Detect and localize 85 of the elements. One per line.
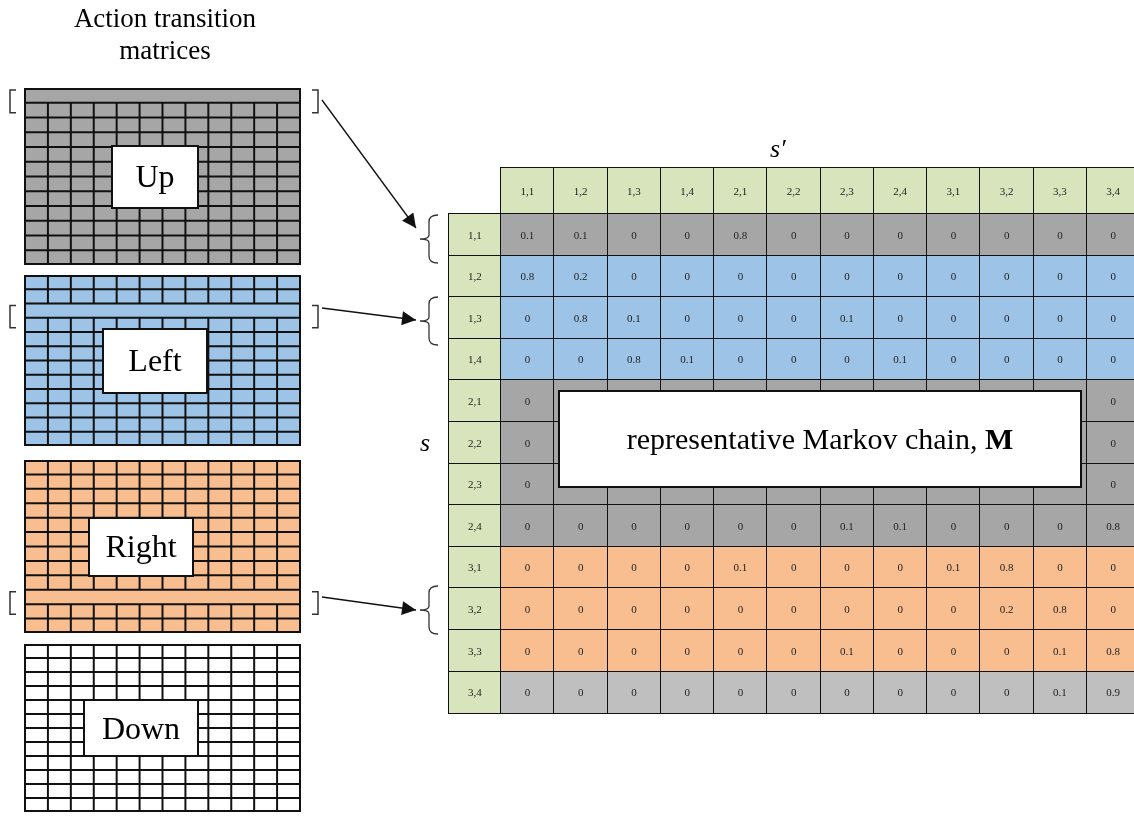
column-header-cell: 3,1 <box>926 167 981 215</box>
matrix-grid <box>8 460 322 633</box>
arrow <box>321 99 417 229</box>
table-cell: 0 <box>979 629 1034 673</box>
table-cell: 0 <box>766 504 821 548</box>
table-cell: 0 <box>553 629 608 673</box>
row-header-cell: 3,2 <box>448 587 502 631</box>
axis-label: s′ <box>770 134 786 164</box>
table-cell: 0.8 <box>713 213 768 257</box>
table-cell: 0.1 <box>553 213 608 257</box>
column-header-cell: 1,1 <box>500 167 555 215</box>
table-cell: 0.8 <box>1085 629 1134 673</box>
row-header-cell: 3,3 <box>448 629 502 673</box>
table-cell: 0 <box>1085 213 1134 257</box>
table-cell: 0.1 <box>500 213 555 257</box>
column-header-cell: 1,2 <box>553 167 608 215</box>
table-cell: 0.9 <box>1085 670 1134 714</box>
table-cell: 0 <box>1085 296 1134 340</box>
table-cell: 0.1 <box>926 545 981 589</box>
table-cell: 0 <box>713 504 768 548</box>
table-cell: 0 <box>500 337 555 381</box>
table-cell: 0 <box>500 296 555 340</box>
table-cell: 0 <box>500 379 555 423</box>
row-header-cell: 2,2 <box>448 421 502 465</box>
arrow <box>321 307 417 326</box>
column-header-cell: 3,2 <box>979 167 1034 215</box>
table-cell: 0 <box>713 629 768 673</box>
matrix-label: Down <box>83 699 199 757</box>
table-cell: 0 <box>713 670 768 714</box>
column-header-cell: 3,4 <box>1085 167 1134 215</box>
table-cell: 0 <box>766 213 821 257</box>
matrix-label: Left <box>102 327 208 394</box>
arrow <box>321 596 417 615</box>
table-cell: 0 <box>766 629 821 673</box>
table-cell: 0 <box>713 296 768 340</box>
table-cell: 0 <box>553 504 608 548</box>
table-cell: 0 <box>979 504 1034 548</box>
matrix-label: Up <box>111 144 199 209</box>
table-cell: 0 <box>979 296 1034 340</box>
matrix-grid <box>8 275 322 446</box>
table-cell: 0 <box>979 213 1034 257</box>
table-cell: 0 <box>926 629 981 673</box>
matrix-label: Right <box>88 516 194 577</box>
table-cell: 0.8 <box>500 254 555 298</box>
table-cell: 0 <box>926 587 981 631</box>
table-cell: 0 <box>713 254 768 298</box>
table-cell: 0 <box>1085 421 1134 465</box>
table-cell: 0 <box>766 587 821 631</box>
column-header-cell: 2,2 <box>766 167 821 215</box>
row-header-cell: 1,3 <box>448 296 502 340</box>
table-cell: 0 <box>926 296 981 340</box>
table-cell: 0 <box>500 670 555 714</box>
table-cell: 0 <box>926 670 981 714</box>
row-header-cell: 2,1 <box>448 379 502 423</box>
table-cell: 0 <box>979 670 1034 714</box>
title: Action transition matrices <box>72 2 258 66</box>
table-cell: 0 <box>766 296 821 340</box>
table-cell: 0 <box>500 504 555 548</box>
table-cell: 0 <box>1085 379 1134 423</box>
row-header-cell: 2,4 <box>448 504 502 548</box>
table-cell: 0 <box>926 213 981 257</box>
table-cell: 0 <box>553 587 608 631</box>
table-cell: 0 <box>500 629 555 673</box>
table-cell: 0 <box>500 421 555 465</box>
table-cell: 0 <box>766 670 821 714</box>
table-cell: 0 <box>500 587 555 631</box>
table-cell: 0.8 <box>1085 504 1134 548</box>
column-header-cell: 2,1 <box>713 167 768 215</box>
table-cell: 0 <box>500 545 555 589</box>
table-cell: 0 <box>713 337 768 381</box>
table-cell: 0 <box>926 337 981 381</box>
table-cell: 0 <box>1085 587 1134 631</box>
table-cell: 0.2 <box>979 587 1034 631</box>
table-cell: 0 <box>500 462 555 506</box>
row-header-cell: 3,4 <box>448 670 502 714</box>
table-cell: 0 <box>926 504 981 548</box>
row-header-cell: 1,1 <box>448 213 502 257</box>
axis-label: s <box>420 428 431 458</box>
caption-box: representative Markov chain, M <box>558 390 1082 488</box>
table-cell: 0 <box>553 670 608 714</box>
table-cell: 0 <box>926 254 981 298</box>
table-cell: 0.8 <box>553 296 608 340</box>
matrix-grid <box>8 88 322 265</box>
table-cell: 0 <box>713 587 768 631</box>
table-cell: 0.1 <box>713 545 768 589</box>
